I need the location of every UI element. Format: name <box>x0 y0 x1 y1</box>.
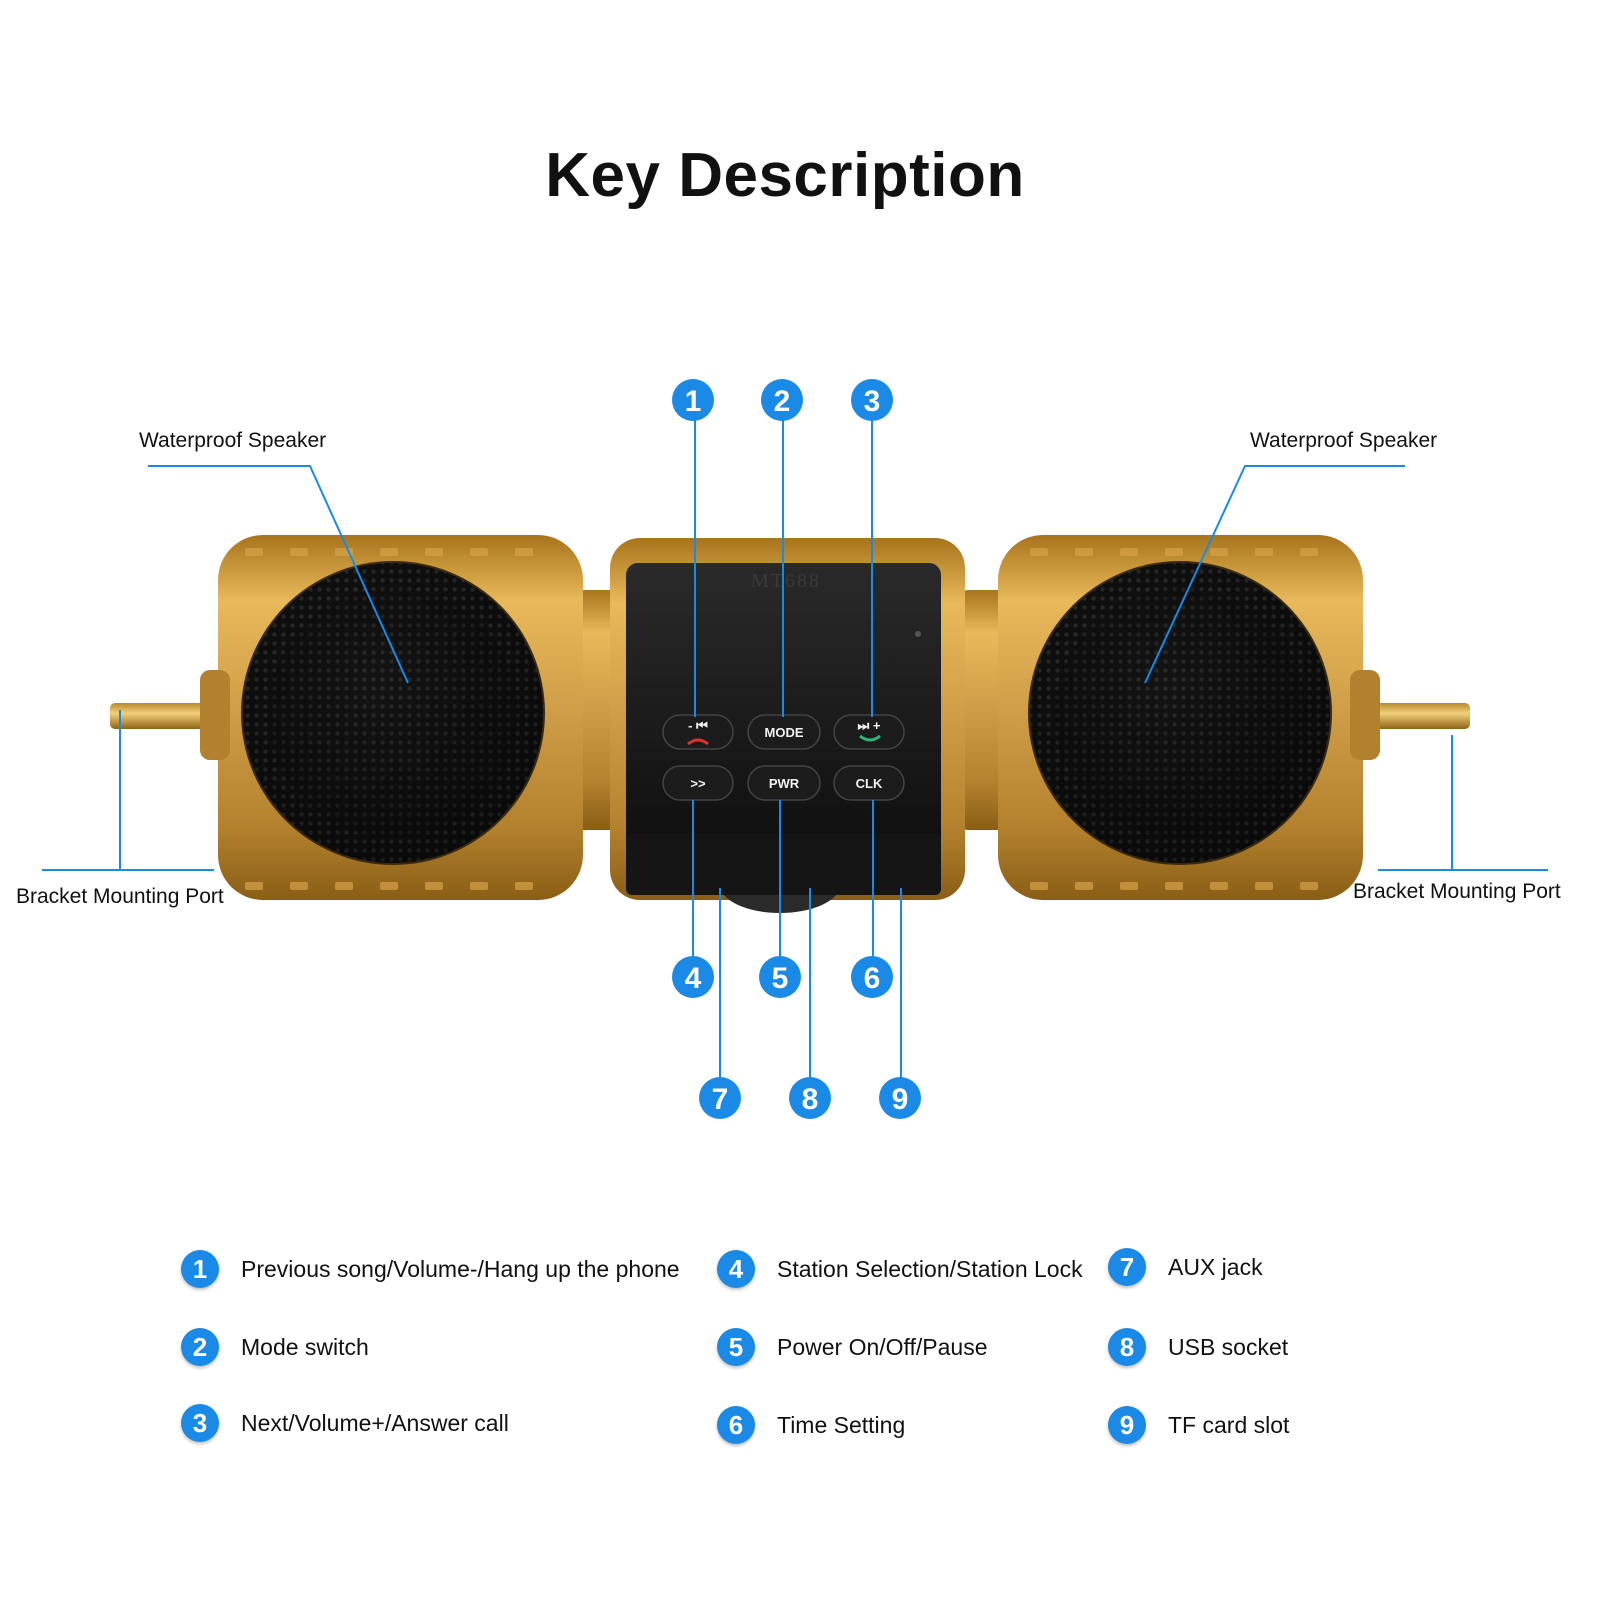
button-station[interactable]: >> <box>662 765 734 801</box>
button-next-vol-up[interactable]: ⏭ + <box>833 714 905 750</box>
badge-8: 8 <box>789 1077 831 1119</box>
legend-item-3: 3 Next/Volume+/Answer call <box>181 1403 509 1443</box>
label-bracket-left: Bracket Mounting Port <box>16 885 224 908</box>
left-connector <box>575 590 620 830</box>
legend-badge: 4 <box>717 1250 755 1288</box>
leader-speaker-left <box>148 465 409 684</box>
svg-text:7: 7 <box>712 1083 729 1116</box>
badge-1: 1 <box>672 379 714 421</box>
legend-item-8: 8 USB socket <box>1108 1327 1288 1367</box>
svg-text:5: 5 <box>772 962 789 995</box>
svg-text:3: 3 <box>864 385 881 418</box>
legend-item-1: 1 Previous song/Volume-/Hang up the phon… <box>181 1249 680 1289</box>
badge-5: 5 <box>759 956 801 998</box>
legend-badge: 1 <box>181 1250 219 1288</box>
legend-item-7: 7 AUX jack <box>1108 1247 1263 1287</box>
leader-lines <box>42 420 1548 1078</box>
svg-text:9: 9 <box>892 1083 909 1116</box>
legend-item-6: 6 Time Setting <box>717 1405 905 1445</box>
label-speaker-right: Waterproof Speaker <box>1250 429 1438 452</box>
badge-9: 9 <box>879 1077 921 1119</box>
svg-text:⏭ +: ⏭ + <box>858 718 881 733</box>
svg-text:1: 1 <box>685 385 702 418</box>
legend-badge: 5 <box>717 1328 755 1366</box>
legend-text: USB socket <box>1168 1333 1289 1360</box>
button-prev-vol-down[interactable]: - ⏮ <box>662 714 734 750</box>
legend-text: Previous song/Volume-/Hang up the phone <box>241 1255 680 1282</box>
svg-text:4: 4 <box>685 962 702 995</box>
legend-text: Next/Volume+/Answer call <box>241 1409 509 1436</box>
legend-text: Station Selection/Station Lock <box>777 1255 1083 1282</box>
right-bracket-rod <box>1365 703 1470 729</box>
svg-text:MODE: MODE <box>765 725 804 740</box>
legend-badge: 7 <box>1108 1248 1146 1286</box>
badge-4: 4 <box>672 956 714 998</box>
badge-3: 3 <box>851 379 893 421</box>
svg-text:CLK: CLK <box>856 776 883 791</box>
button-mode[interactable]: MODE <box>747 714 821 750</box>
label-speaker-left: Waterproof Speaker <box>139 429 327 452</box>
button-clock[interactable]: CLK <box>833 765 905 801</box>
left-bracket-rod <box>110 703 225 729</box>
left-speaker-pod <box>200 535 583 900</box>
svg-text:2: 2 <box>774 385 791 418</box>
page-title: Key Description <box>545 141 1025 210</box>
legend-item-5: 5 Power On/Off/Pause <box>717 1327 988 1367</box>
label-bracket-right: Bracket Mounting Port <box>1353 880 1561 903</box>
legend-badge: 8 <box>1108 1328 1146 1366</box>
svg-text:8: 8 <box>802 1083 819 1116</box>
legend-text: Power On/Off/Pause <box>777 1333 988 1360</box>
legend-text: AUX jack <box>1168 1253 1263 1280</box>
legend-text: TF card slot <box>1168 1411 1290 1438</box>
svg-text:>>: >> <box>690 776 706 791</box>
legend-item-2: 2 Mode switch <box>181 1327 369 1367</box>
svg-text:6: 6 <box>864 962 881 995</box>
button-power[interactable]: PWR <box>747 765 821 801</box>
legend-item-9: 9 TF card slot <box>1108 1405 1289 1445</box>
control-unit: MT688 - ⏮ MODE ⏭ + >> PWR CLK <box>610 538 965 913</box>
legend-text: Time Setting <box>777 1411 906 1438</box>
svg-text:PWR: PWR <box>769 776 800 791</box>
leader-bracket-right <box>1378 735 1548 871</box>
badge-7: 7 <box>699 1077 741 1119</box>
leader-speaker-right <box>1144 465 1405 684</box>
badge-2: 2 <box>761 379 803 421</box>
legend-text: Mode switch <box>241 1333 369 1360</box>
right-speaker-pod <box>998 535 1380 900</box>
svg-text:- ⏮: - ⏮ <box>688 718 708 733</box>
legend-badge: 6 <box>717 1406 755 1444</box>
badge-6: 6 <box>851 956 893 998</box>
legend-item-4: 4 Station Selection/Station Lock <box>717 1249 1083 1289</box>
legend-badge: 9 <box>1108 1406 1146 1444</box>
screen-model-label: MT688 <box>751 570 821 592</box>
legend-badge: 2 <box>181 1328 219 1366</box>
legend-badge: 3 <box>181 1404 219 1442</box>
leader-bracket-left <box>42 710 214 871</box>
right-connector <box>960 590 1005 830</box>
